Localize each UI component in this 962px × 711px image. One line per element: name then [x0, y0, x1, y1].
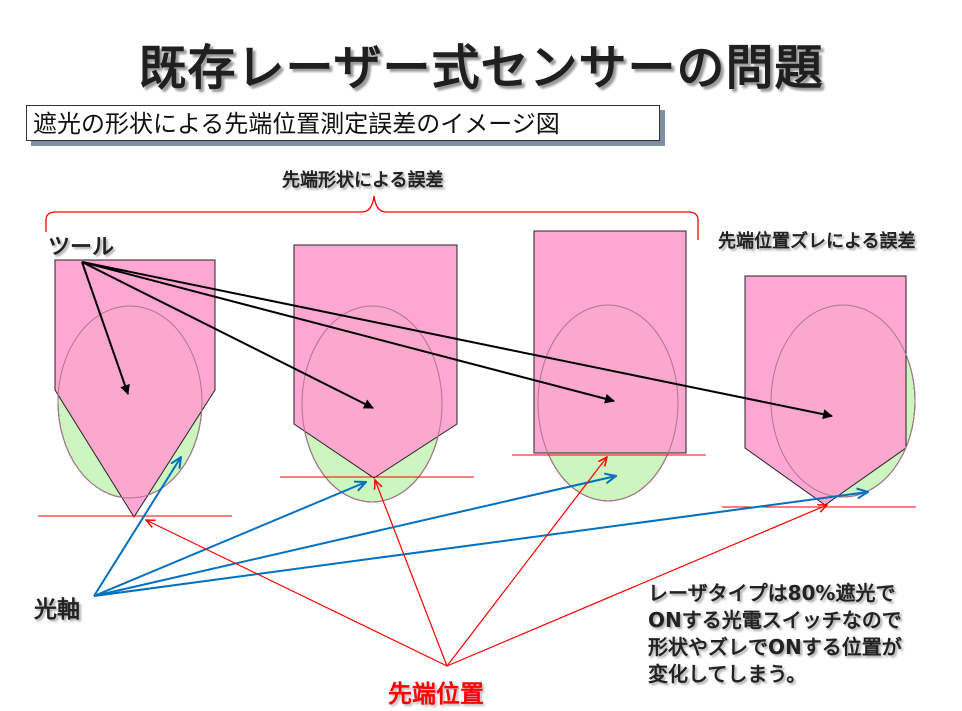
- tool-arrow-3: [81, 261, 615, 404]
- note-line: レーザタイプは80%遮光で: [648, 581, 896, 605]
- tip-position-label: 先端位置: [388, 680, 484, 708]
- axis-arrow-2: [93, 482, 366, 597]
- tip-shape-error-label: 先端形状による誤差: [282, 170, 444, 191]
- tip-arrow-2: [375, 480, 448, 667]
- optical-axis-label: 光軸: [34, 597, 80, 623]
- page-title: 既存レーザー式センサーの問題: [138, 40, 824, 96]
- tip-arrow-1: [146, 520, 448, 667]
- note-line: 形状やズレでONする位置が: [648, 635, 902, 659]
- tip-offset-error-label: 先端位置ズレによる誤差: [718, 231, 916, 252]
- tip-arrow-3: [446, 457, 607, 667]
- tool-label: ツール: [48, 235, 115, 260]
- tool-1: [54, 259, 216, 518]
- tool-4: [744, 275, 907, 506]
- subtitle-box: 遮光の形状による先端位置測定誤差のイメージ図: [26, 105, 660, 141]
- tool-3: [533, 230, 687, 454]
- note-line: 変化してしまう。: [648, 662, 807, 686]
- tool-arrow-4: [81, 261, 833, 420]
- subtitle-text: 遮光の形状による先端位置測定誤差のイメージ図: [33, 110, 560, 138]
- explanation-note: レーザタイプは80%遮光で ONする光電スイッチなので 形状やズレでONする位置…: [648, 580, 902, 688]
- axis-arrow-4: [93, 492, 868, 597]
- axis-arrow-1: [93, 457, 181, 597]
- tool-arrow-1: [81, 261, 130, 395]
- tool-arrow-2: [81, 261, 374, 409]
- note-line: ONする光電スイッチなので: [648, 608, 902, 632]
- axis-arrow-3: [93, 476, 616, 597]
- tip-arrow-4: [446, 505, 827, 667]
- tool-2: [293, 244, 458, 479]
- brace: [45, 195, 699, 240]
